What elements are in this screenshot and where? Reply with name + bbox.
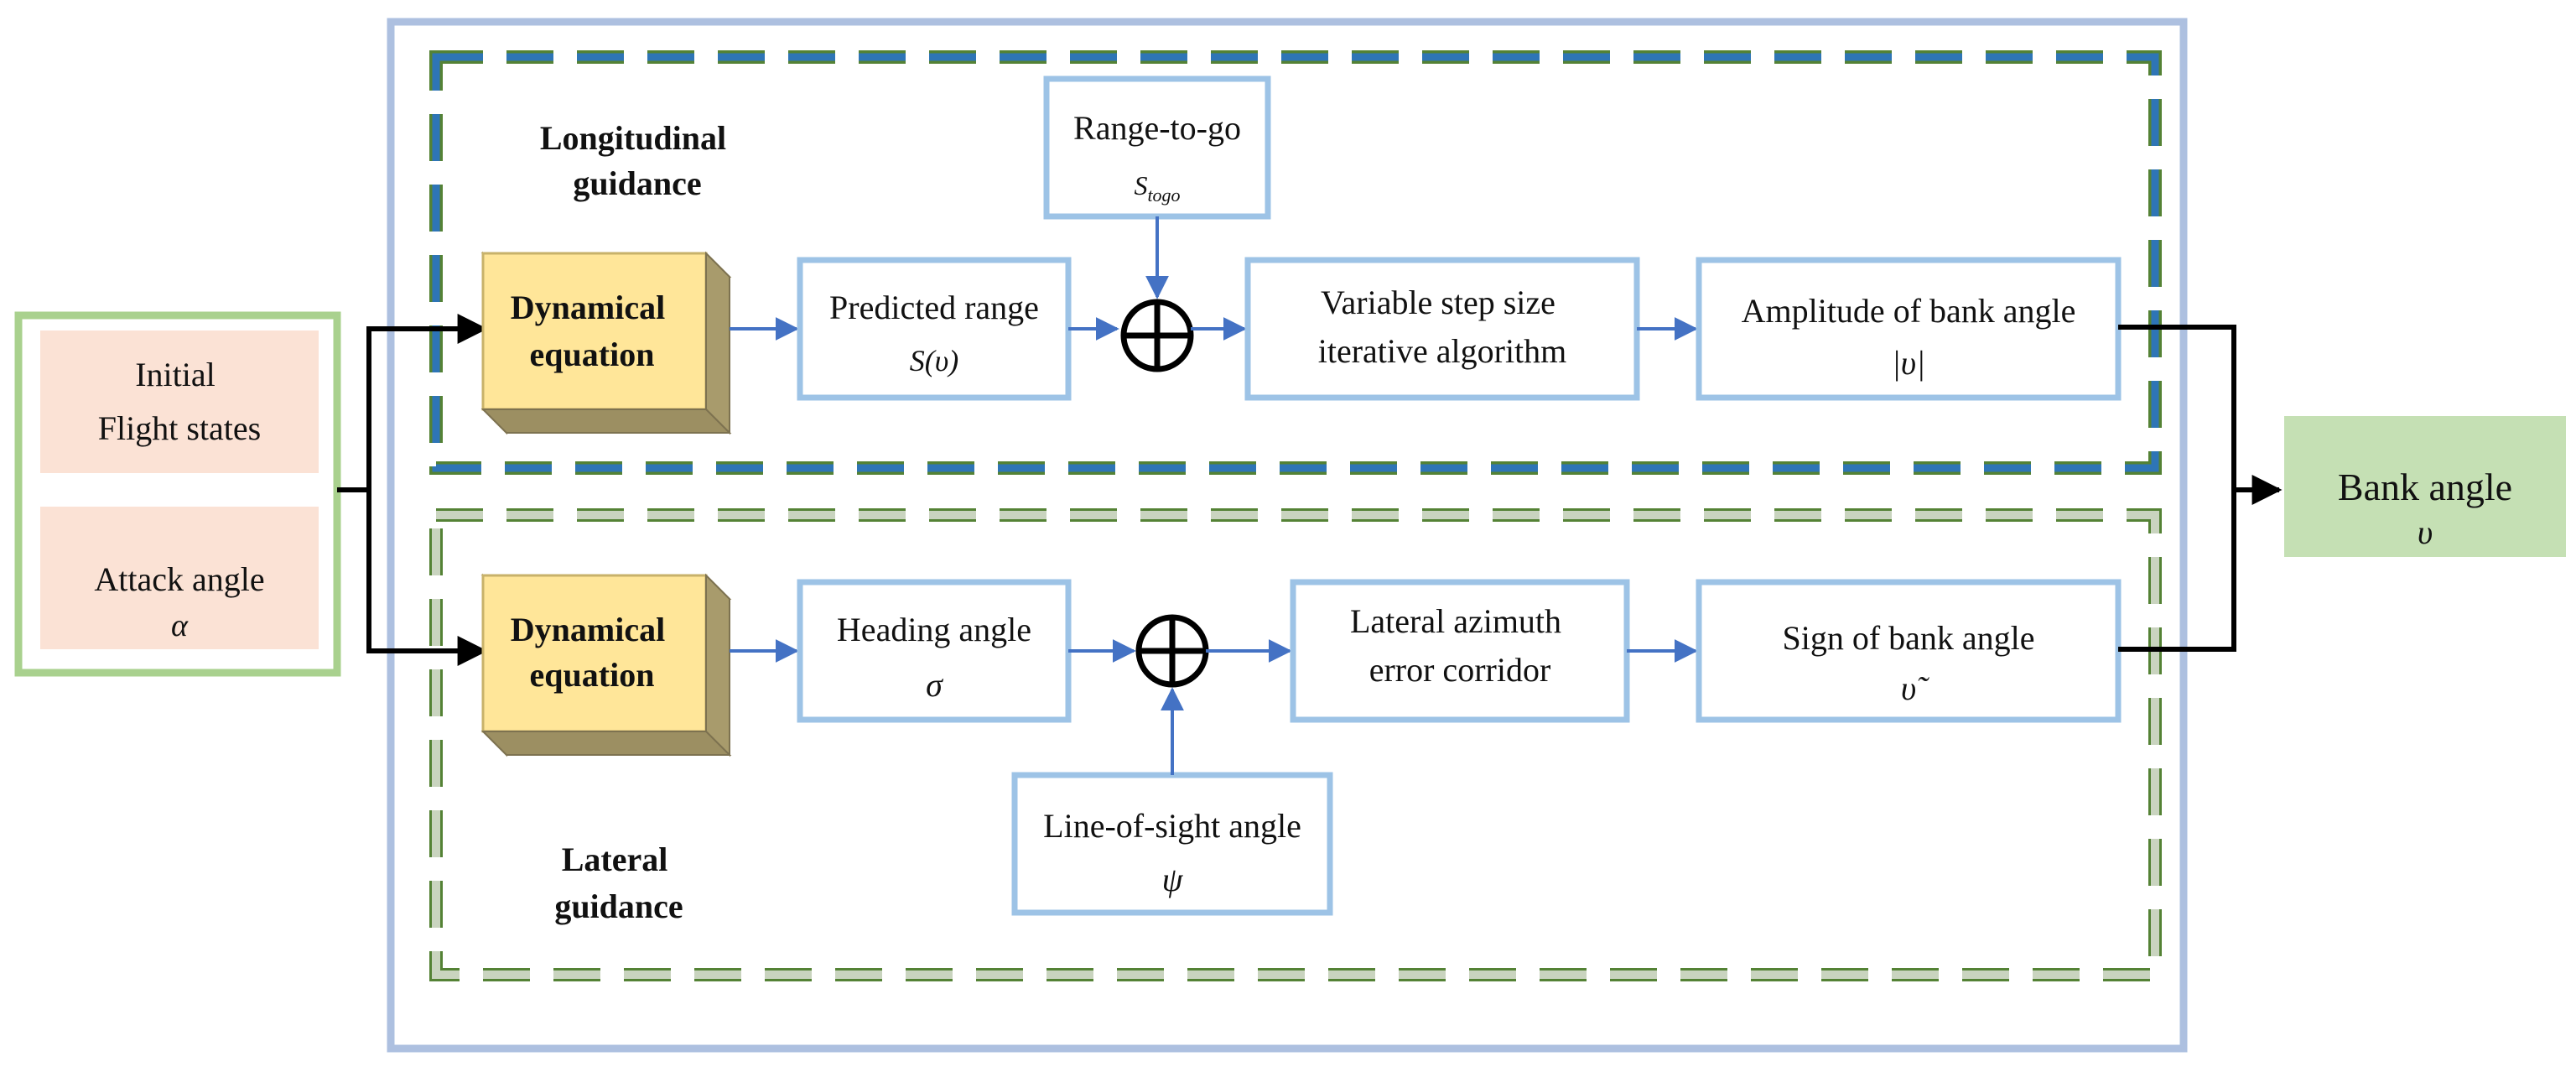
sign-to-output-line <box>2118 490 2236 652</box>
lateral-title-line2: guidance <box>554 887 683 925</box>
range-to-go-label: Range-to-go <box>1073 109 1241 147</box>
heading-angle-label: Heading angle <box>837 611 1031 648</box>
long-dynamical-equation-label: Dynamical equation <box>511 289 673 373</box>
long-summing-junction <box>1120 299 1194 372</box>
lateral-title-line1: Lateral <box>562 840 668 878</box>
lateral-azimuth-label: Lateral azimuth error corridor <box>1350 602 1570 689</box>
attack-angle-symbol: α <box>171 608 189 643</box>
lateral-title: Lateral guidance <box>554 840 683 925</box>
initial-flight-states-label: Initial Flight states <box>98 356 261 447</box>
lateral-azimuth-line1: Lateral azimuth <box>1350 602 1561 640</box>
lat-dynamical-equation-block: Dynamical equation <box>480 573 732 757</box>
long-dynamical-equation-block: Dynamical equation <box>480 251 732 435</box>
initial-flight-states-box <box>40 330 319 473</box>
amplitude-to-output-line <box>2118 325 2236 490</box>
initial-label-line1: Initial <box>135 356 216 393</box>
input-split-line <box>337 329 371 492</box>
variable-step-label: Variable step size iterative algorithm <box>1318 284 1567 370</box>
variable-step-line1: Variable step size <box>1321 284 1555 321</box>
variable-step-box <box>1244 257 1640 401</box>
range-to-go-box <box>1043 75 1271 220</box>
predicted-range-box <box>797 257 1072 401</box>
lat-dyn-line1: Dynamical <box>511 611 665 648</box>
amplitude-box <box>1696 257 2122 401</box>
attack-angle-box <box>40 507 319 649</box>
initial-label-line2: Flight states <box>98 409 261 447</box>
lat-summing-junction <box>1135 614 1209 688</box>
longitudinal-title-line2: guidance <box>573 164 701 202</box>
bank-angle-output-box <box>2284 416 2566 557</box>
amplitude-label: Amplitude of bank angle <box>1742 292 2076 330</box>
lat-dyn-line2: equation <box>530 656 655 694</box>
heading-angle-symbol: σ <box>926 666 943 704</box>
variable-step-line2: iterative algorithm <box>1318 332 1567 370</box>
longitudinal-title: Longitudinal guidance <box>540 119 735 202</box>
amplitude-symbol: |υ| <box>1892 344 1925 382</box>
long-dyn-line1: Dynamical <box>511 289 665 326</box>
lateral-region <box>429 508 2162 981</box>
sign-bank-label: Sign of bank angle <box>1782 619 2034 657</box>
attack-angle-label: Attack angle <box>94 560 264 598</box>
bank-angle-output-label: Bank angle <box>2338 466 2512 508</box>
bank-angle-output-symbol: υ <box>2418 513 2433 551</box>
lateral-azimuth-line2: error corridor <box>1369 651 1551 689</box>
line-of-sight-symbol: ψ <box>1162 861 1184 898</box>
long-dyn-line2: equation <box>530 336 655 373</box>
range-to-go-symbol: Stogo <box>1134 170 1180 206</box>
line-of-sight-label: Line-of-sight angle <box>1043 807 1301 845</box>
longitudinal-region <box>429 50 2162 475</box>
lat-dynamical-equation-label: Dynamical equation <box>511 611 673 694</box>
predicted-range-label: Predicted range <box>829 289 1039 326</box>
predicted-range-symbol: S(υ) <box>910 344 959 377</box>
range-to-go-symbol-main: S <box>1134 170 1147 200</box>
longitudinal-title-line1: Longitudinal <box>540 119 726 157</box>
range-to-go-subscript: togo <box>1147 185 1180 206</box>
guidance-system-frame <box>387 18 2188 1053</box>
heading-angle-box <box>797 579 1072 723</box>
